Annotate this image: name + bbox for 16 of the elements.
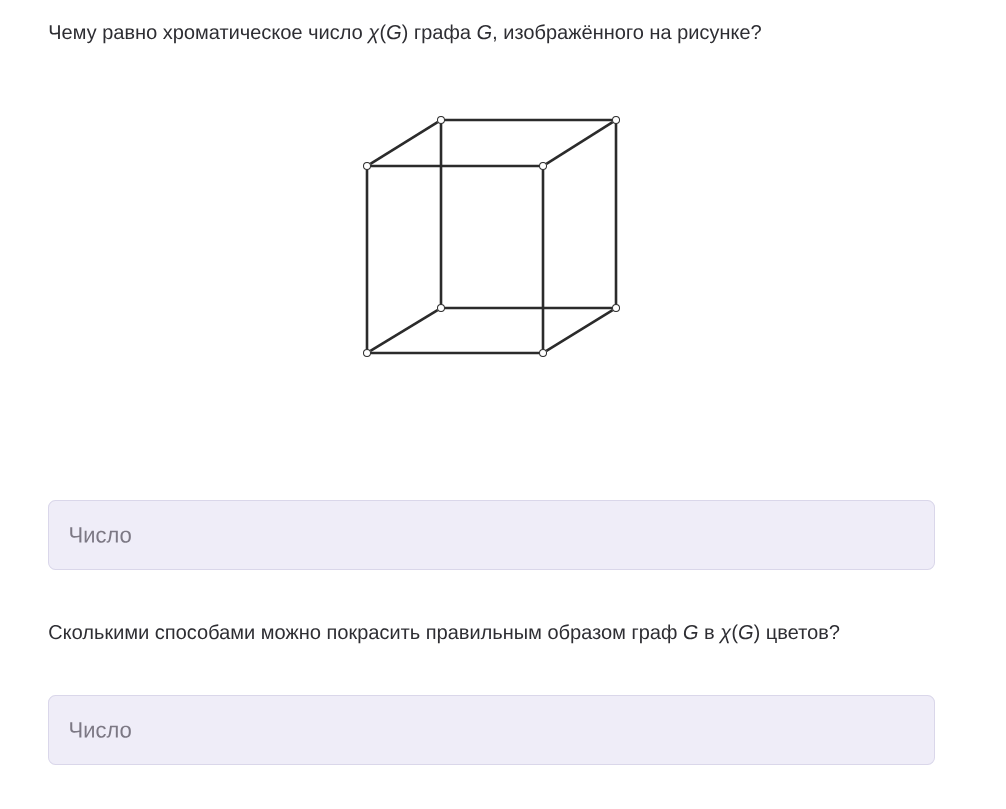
graph-edge — [541, 170, 545, 349]
question-text: Сколькими способами можно покрасить правильным образом граф G в χ(G) цветов? — [49, 624, 840, 644]
graph-edge — [545, 121, 614, 165]
graph-edge — [365, 170, 369, 349]
graph-edge — [371, 351, 539, 355]
input-field: Число — [48, 695, 935, 765]
graph-edge — [371, 164, 539, 168]
graph-edge — [614, 124, 618, 304]
graph-edge — [369, 308, 439, 353]
graph-edge — [445, 118, 612, 122]
graph-edge — [369, 121, 439, 165]
graph-edge — [439, 124, 443, 304]
input-field: Число — [48, 500, 935, 570]
graph-edge — [445, 306, 612, 310]
graph-edge — [545, 309, 614, 352]
question-text: Чему равно хроматическое число χ(G) графа G, изображённого на рисунке? — [49, 24, 761, 44]
